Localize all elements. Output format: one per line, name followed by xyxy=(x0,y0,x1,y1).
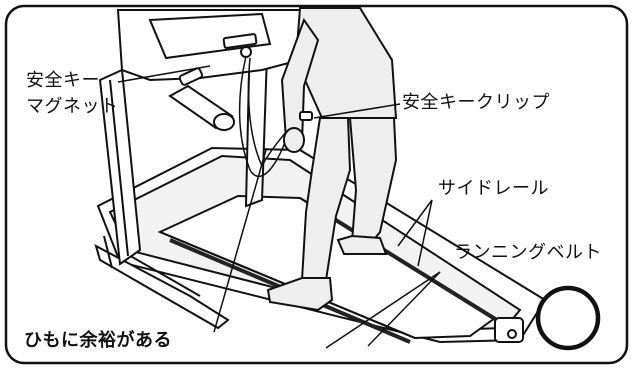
label-running-belt: ランニングベルト xyxy=(454,242,602,263)
person-figure xyxy=(266,7,398,312)
safety-key-magnet-spot xyxy=(240,46,252,58)
leader-lines xyxy=(117,65,441,349)
label-safety-key: 安全キー xyxy=(26,70,100,91)
correct-mark-icon xyxy=(535,285,601,351)
label-cord-slack: ひもに余裕がある xyxy=(24,330,172,351)
label-side-rail: サイドレール xyxy=(438,178,549,199)
safety-key-clip-spot xyxy=(299,111,313,121)
label-safety-key-clip: 安全キークリップ xyxy=(402,92,550,113)
treadmill-frame-rear xyxy=(94,235,230,330)
label-magnet: マグネット xyxy=(26,96,119,117)
treadmill-handlebar xyxy=(168,67,235,131)
